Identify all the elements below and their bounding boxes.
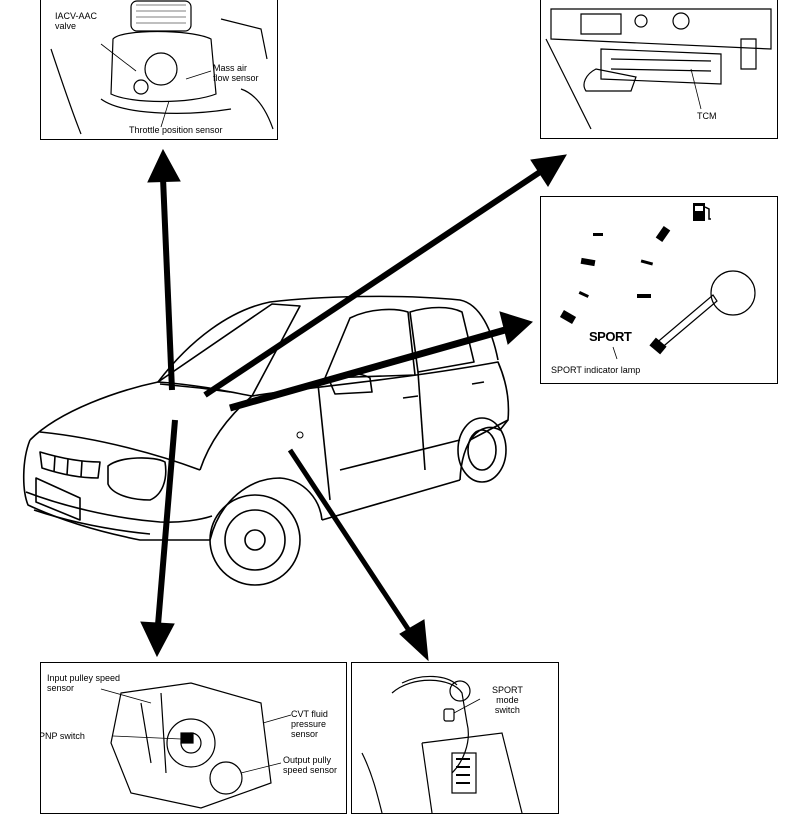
fuel-pump-icon [693,203,711,221]
engine-illustration [50,0,274,135]
tcm-panel: TCM [540,0,778,139]
sport-indicator-lamp-label: SPORT indicator lamp [551,365,641,375]
shifter-panel: SPORT mode switch [351,662,559,814]
fuel-cap [296,431,304,439]
tcm-illustration [545,8,772,130]
throttle-position-sensor-label: Throttle position sensor [129,125,223,135]
mass-air-flow-sensor-label: Mass air flow sensor [213,63,259,83]
arrow-to-tcm-panel [203,154,567,398]
arrow-to-shifter-panel [287,448,429,662]
iacv-aac-valve-label: IACV-AAC valve [55,11,98,31]
arrow-to-cluster-panel [229,311,533,412]
arrows [140,148,567,662]
tcm-label: TCM [697,111,717,121]
car-drawing [22,295,510,586]
shifter-illustration [361,675,523,813]
sport-mode-switch-label: SPORT mode switch [492,685,523,715]
input-pulley-speed-sensor-label: Input pulley speed sensor [47,673,121,693]
transmission-illustration [100,682,292,809]
output-pulley-speed-sensor-label: Output pully speed sensor [283,755,338,775]
pnp-switch-label: PNP switch [40,731,85,741]
transmission-panel: Input pulley speed sensor PNP switch CVT… [40,662,347,814]
engine-panel: IACV-AAC valve Mass air flow sensor Thro… [40,0,278,140]
arrow-to-engine-panel [147,148,181,391]
cluster-panel: SPORT SPORT indicator lamp [540,196,778,384]
gauge-illustration [559,203,756,360]
sport-indicator-text: SPORT [589,329,632,344]
cvt-fluid-pressure-sensor-label: CVT fluid pressure sensor [291,709,328,739]
